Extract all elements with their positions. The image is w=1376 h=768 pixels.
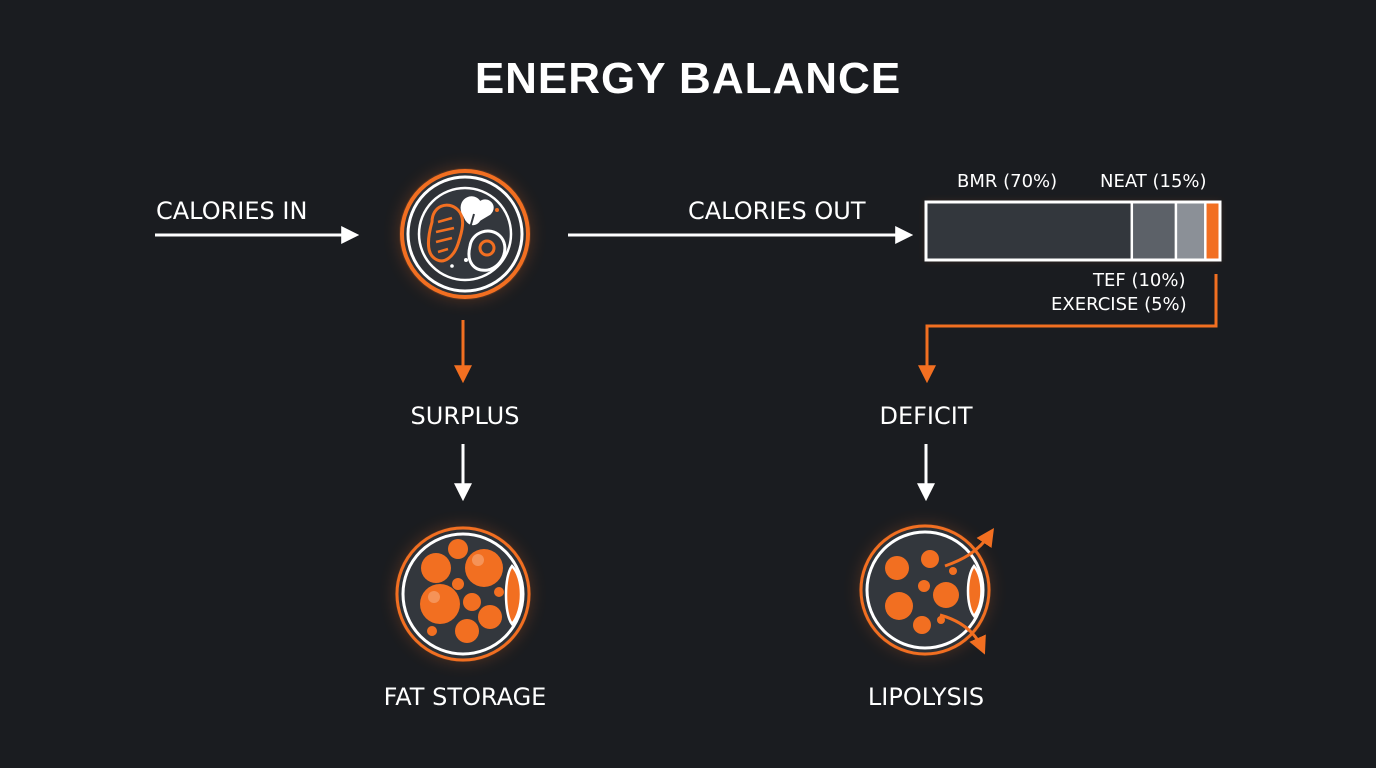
bar-segment-neat [1131, 202, 1176, 260]
calories-in-label: CALORIES IN [156, 197, 307, 225]
lipolysis-label: LIPOLYSIS [868, 683, 984, 711]
bar-segment-tef [1175, 202, 1206, 260]
fat-cell-full-icon [395, 526, 531, 662]
expenditure-bar-frame [924, 200, 1222, 262]
page-title: ENERGY BALANCE [475, 54, 901, 103]
food-plate-icon [399, 168, 531, 300]
surplus-label: SURPLUS [411, 402, 520, 430]
bmr-label: BMR (70%) [957, 171, 1057, 192]
calories-out-label: CALORIES OUT [688, 197, 866, 225]
bar-segment-bmr [926, 202, 1132, 260]
bar-segment-exercise [1205, 202, 1220, 260]
exercise-label: EXERCISE (5%) [1051, 294, 1187, 315]
tef-label: TEF (10%) [1092, 270, 1186, 291]
neat-label: NEAT (15%) [1100, 171, 1207, 192]
expenditure-bar [924, 200, 1222, 262]
deficit-connector-arrow [918, 274, 1218, 384]
deficit-label: DEFICIT [879, 402, 972, 430]
fat-storage-label: FAT STORAGE [384, 683, 547, 711]
fat-cell-release-icon [859, 524, 994, 656]
